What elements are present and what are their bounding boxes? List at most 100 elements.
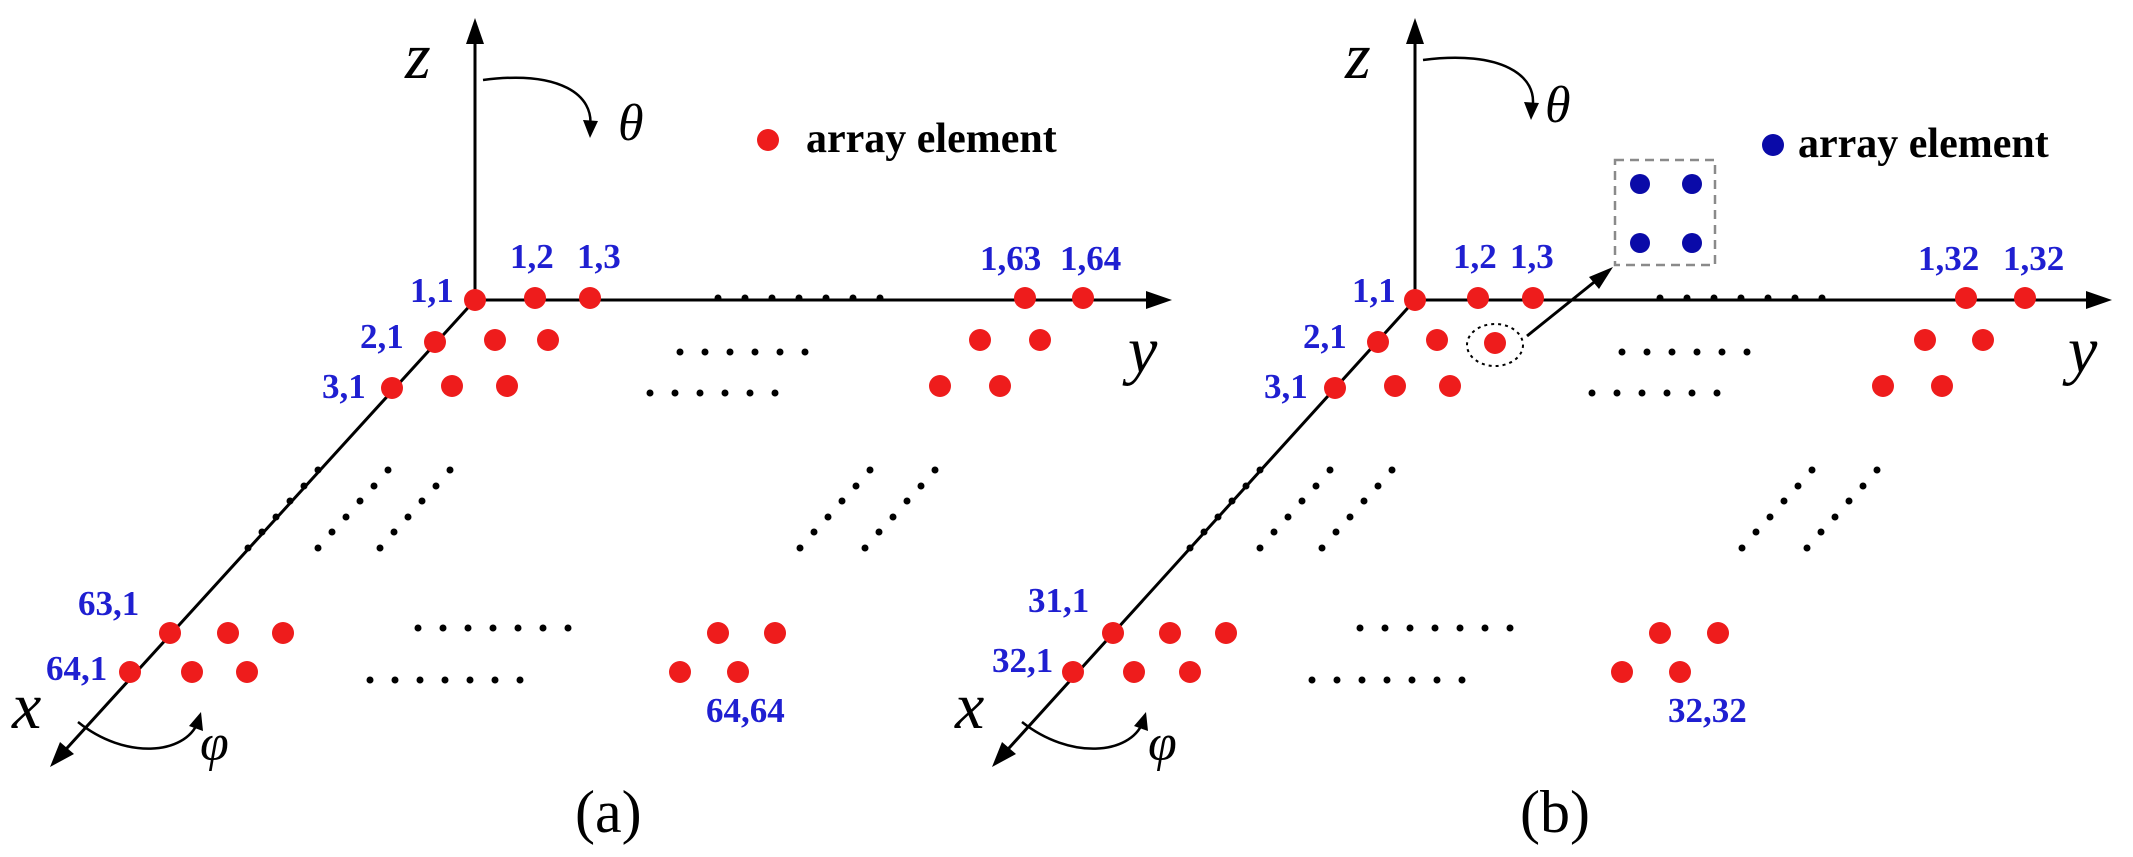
- element-label: 3,1: [1264, 367, 1308, 406]
- x-axis-label: x: [11, 670, 41, 743]
- ellipsis-dots-icon: [1186, 294, 1881, 684]
- theta-label: θ: [618, 95, 644, 152]
- element-label: 2,1: [360, 317, 404, 356]
- array-element: [1872, 375, 1894, 397]
- subarray-elements: [1630, 174, 1702, 253]
- y-axis-label: y: [1122, 314, 1158, 387]
- element-label: 1,32: [2003, 239, 2064, 278]
- array-element: [2014, 287, 2036, 309]
- panel-a: z y x θ φ array element: [11, 18, 1172, 845]
- array-elements: [1062, 287, 2036, 683]
- z-axis-label: z: [1344, 20, 1371, 93]
- legend-dot-icon: [1762, 134, 1784, 156]
- array-element: [707, 622, 729, 644]
- array-element: [159, 622, 181, 644]
- panel-caption: (a): [575, 779, 642, 845]
- array-element: [1215, 622, 1237, 644]
- phi-label: φ: [1148, 715, 1177, 772]
- array-element: [1123, 661, 1145, 683]
- theta-label: θ: [1545, 77, 1571, 134]
- element-label: 1,1: [410, 271, 454, 310]
- array-element: [181, 661, 203, 683]
- array-element: [441, 375, 463, 397]
- array-element: [1669, 661, 1691, 683]
- phi-arrowhead-icon: [189, 712, 203, 731]
- array-element: [1484, 332, 1506, 354]
- legend-label: array element: [1798, 121, 2049, 167]
- array-element: [496, 375, 518, 397]
- array-element: [1324, 377, 1346, 399]
- theta-curved-arrow-icon: [1422, 56, 1535, 111]
- array-element: [424, 331, 446, 353]
- array-element: [1467, 287, 1489, 309]
- x-axis-arrow-icon: [998, 298, 1417, 760]
- array-element: [929, 375, 951, 397]
- theta-arrowhead-icon: [1524, 102, 1539, 120]
- array-element: [119, 661, 141, 683]
- array-element: [989, 375, 1011, 397]
- theta-curved-arrow-icon: [482, 76, 592, 129]
- highlight-ellipse-icon: [1466, 323, 1524, 367]
- phi-curved-arrow-icon: [1021, 721, 1145, 750]
- array-element: [1914, 329, 1936, 351]
- y-axis-arrowhead-icon: [1146, 291, 1172, 309]
- zoom-arrowhead-icon: [1589, 267, 1613, 289]
- element-label: 31,1: [1028, 581, 1089, 620]
- legend-dot-icon: [757, 129, 779, 151]
- array-element: [1522, 287, 1544, 309]
- y-axis-label: y: [2062, 314, 2098, 387]
- element-label: 1,3: [577, 237, 621, 276]
- element-label: 1,32: [1918, 239, 1979, 278]
- legend-label: array element: [806, 116, 1057, 162]
- array-element: [484, 329, 506, 351]
- array-element: [1029, 329, 1051, 351]
- array-element: [217, 622, 239, 644]
- sub-element: [1682, 233, 1702, 253]
- element-label: 32,1: [992, 641, 1053, 680]
- panel-caption: (b): [1520, 779, 1590, 845]
- element-label: 32,32: [1668, 691, 1747, 730]
- array-element: [1611, 661, 1633, 683]
- x-axis-arrowhead-icon: [50, 742, 74, 767]
- element-label: 2,1: [1303, 317, 1347, 356]
- element-label: 1,64: [1060, 239, 1121, 278]
- phi-arrowhead-icon: [1134, 712, 1148, 731]
- sub-element: [1630, 174, 1650, 194]
- element-label: 1,1: [1352, 271, 1396, 310]
- element-label: 1,63: [980, 239, 1041, 278]
- subarray-dashed-box-icon: [1613, 158, 1717, 267]
- element-label: 3,1: [322, 367, 366, 406]
- array-element: [1707, 622, 1729, 644]
- sub-element: [1630, 233, 1650, 253]
- element-label: 63,1: [78, 584, 139, 623]
- element-label: 64,1: [46, 649, 107, 688]
- array-element: [1649, 622, 1671, 644]
- element-label: 1,2: [510, 237, 554, 276]
- array-element: [579, 287, 601, 309]
- ellipsis-dots-icon: [244, 294, 939, 684]
- array-element: [381, 377, 403, 399]
- array-element: [464, 289, 486, 311]
- phi-label: φ: [200, 715, 229, 772]
- z-axis-arrowhead-icon: [466, 18, 484, 44]
- array-element: [669, 661, 691, 683]
- array-element: [1014, 287, 1036, 309]
- element-label: 64,64: [706, 691, 785, 730]
- phi-curved-arrow-icon: [77, 721, 200, 750]
- array-elements: [119, 287, 1094, 683]
- array-element: [1972, 329, 1994, 351]
- array-element: [1159, 622, 1181, 644]
- array-element: [1179, 661, 1201, 683]
- x-axis-label: x: [954, 670, 984, 743]
- element-label: 1,2: [1453, 237, 1497, 276]
- array-element: [1367, 331, 1389, 353]
- array-element: [1955, 287, 1977, 309]
- y-axis-arrowhead-icon: [2086, 291, 2112, 309]
- element-label: 1,3: [1510, 237, 1554, 276]
- z-axis-label: z: [404, 20, 431, 93]
- array-element: [1426, 329, 1448, 351]
- array-element: [236, 661, 258, 683]
- array-element: [1439, 375, 1461, 397]
- array-element: [1384, 375, 1406, 397]
